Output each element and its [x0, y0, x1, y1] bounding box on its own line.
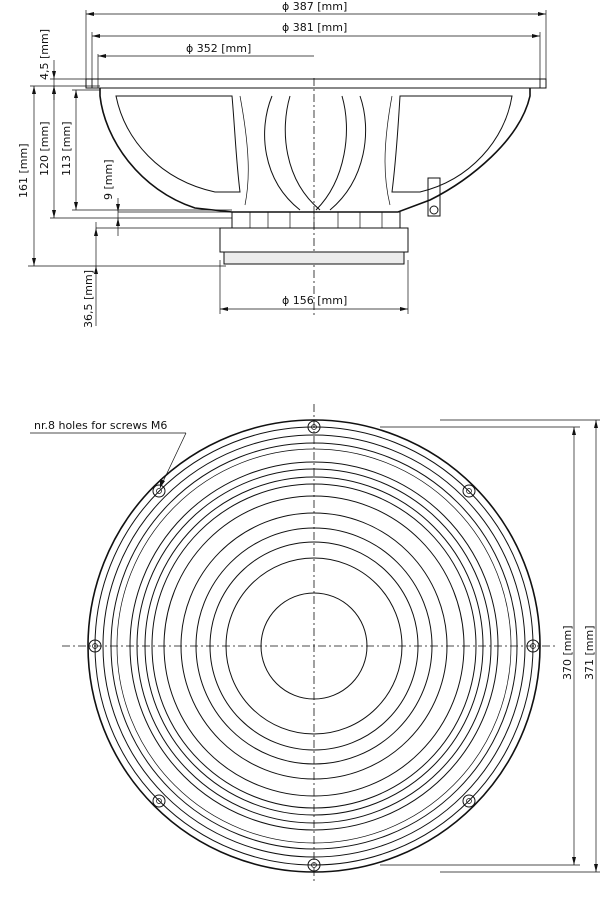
mounting-hole: [152, 484, 166, 498]
dim-depth-120-label: 120 [mm]: [38, 121, 51, 176]
dim-total-depth-label: 161 [mm]: [17, 143, 30, 198]
dim-magnet-diameter: ϕ 156 [mm]: [219, 260, 409, 314]
dim-basket-diameter-label: ϕ 352 [mm]: [186, 42, 251, 55]
dim-total-depth: 161 [mm]: [17, 86, 36, 266]
dim-depth-9: 9 [mm]: [102, 159, 120, 236]
mounting-holes: [88, 420, 540, 872]
dim-hole-circle-label: 370 [mm]: [561, 625, 574, 680]
basket-window-left: [115, 95, 241, 193]
dim-magnet-height: 36,5 [mm]: [82, 222, 98, 328]
dim-hole-circle: 370 [mm]: [561, 427, 576, 865]
holes-note: nr.8 holes for screws M6: [30, 419, 187, 489]
dim-cutout-diameter: ϕ 381 [mm]: [92, 21, 540, 38]
surround-edge: [163, 495, 465, 797]
top-plate: [231, 211, 401, 229]
dim-outer-diameter-label: ϕ 387 [mm]: [282, 0, 347, 13]
terminal-block: [427, 177, 441, 217]
mounting-hole: [462, 794, 476, 808]
mounting-hole: [307, 858, 321, 872]
holes-note-label: nr.8 holes for screws M6: [34, 419, 167, 432]
side-view: ϕ 387 [mm] ϕ 381 [mm] ϕ 352 [mm]: [17, 0, 547, 328]
back-plate: [223, 251, 405, 265]
dim-outer-371: 371 [mm]: [583, 420, 598, 872]
speaker-flange: [85, 78, 547, 89]
dim-magnet-height-label: 36,5 [mm]: [82, 270, 95, 328]
dim-basket-diameter: ϕ 352 [mm]: [98, 42, 314, 58]
mounting-hole: [462, 484, 476, 498]
dim-depth-9-label: 9 [mm]: [102, 159, 115, 200]
basket-window-right: [391, 95, 513, 193]
dim-cutout-diameter-label: ϕ 381 [mm]: [282, 21, 347, 34]
dim-flange-thickness-label: 4,5 [mm]: [38, 29, 51, 80]
basket-outer-profile: [99, 88, 531, 213]
dim-depth-113-label: 113 [mm]: [60, 121, 73, 176]
dim-depth-113: 113 [mm]: [60, 90, 78, 210]
dim-outer-diameter: ϕ 387 [mm]: [86, 0, 546, 16]
mounting-hole: [88, 639, 102, 653]
mounting-hole: [526, 639, 540, 653]
dim-magnet-diameter-label: ϕ 156 [mm]: [282, 294, 347, 307]
mounting-hole: [307, 420, 321, 434]
dim-outer-371-label: 371 [mm]: [583, 625, 596, 680]
mounting-hole: [152, 794, 166, 808]
dim-flange-thickness: 4,5 [mm]: [38, 29, 56, 100]
dim-depth-120: 120 [mm]: [38, 86, 56, 218]
dust-cap: [260, 592, 368, 700]
frame-outer-edge: [87, 419, 541, 873]
front-view: nr.8 holes for screws M6 370 [mm] 371 [m…: [30, 404, 600, 884]
